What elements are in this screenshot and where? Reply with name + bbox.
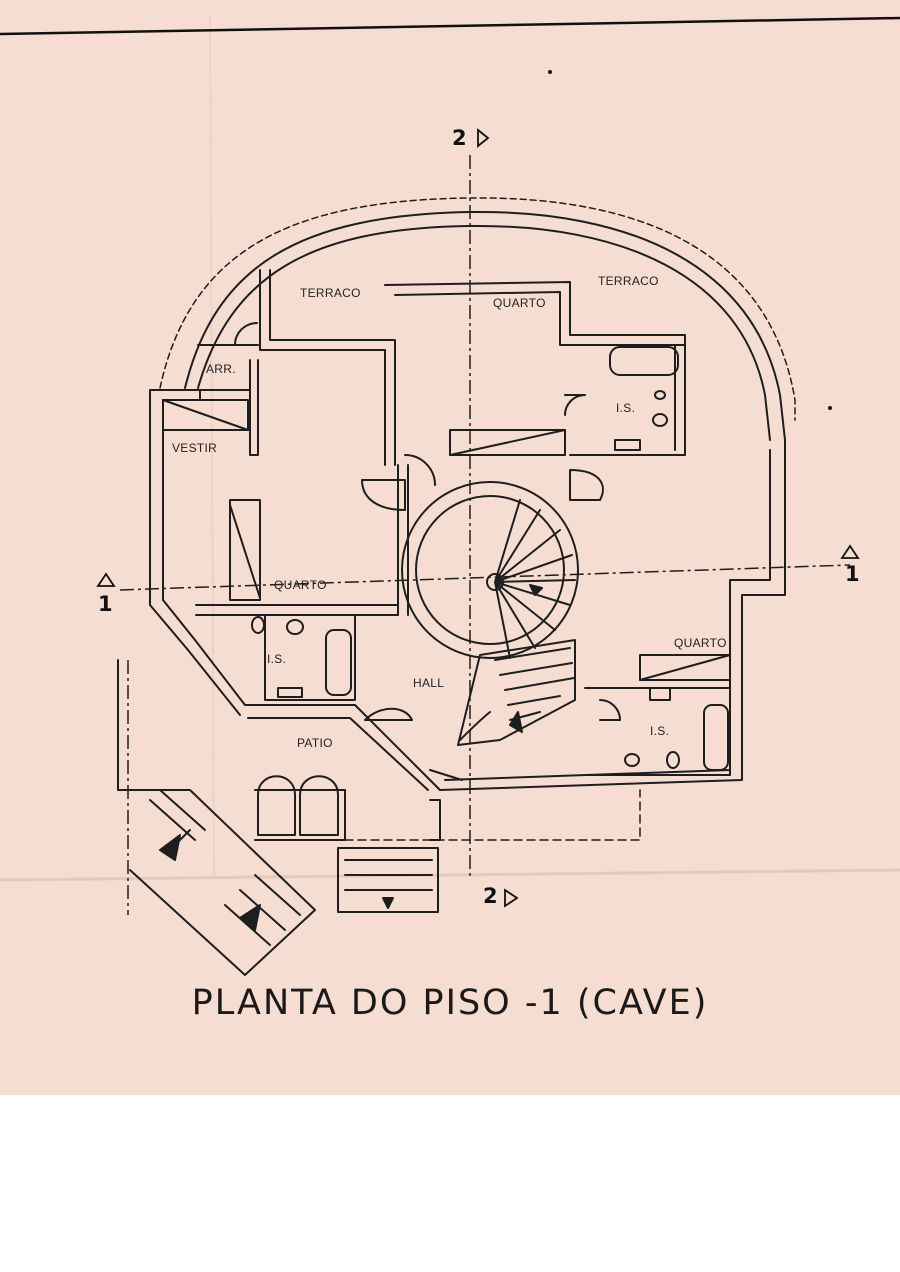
room-label-quarto-right: QUARTO <box>674 636 727 650</box>
west-wall-inner <box>162 399 246 706</box>
planter-left <box>257 775 296 836</box>
roof-outline <box>159 197 796 421</box>
landing-arc-left <box>361 479 406 511</box>
hall-door <box>364 707 413 721</box>
floor-plan-drawing <box>0 14 900 976</box>
entry-stair <box>337 847 439 913</box>
south-wall <box>244 704 441 791</box>
planter-right <box>299 775 339 836</box>
dot-mark <box>548 70 552 74</box>
section-mark-right: 1 <box>845 562 860 586</box>
west-wall <box>149 389 241 716</box>
straight-stair <box>457 639 576 746</box>
terraco-wall-left <box>259 269 386 466</box>
section-mark-bottom: 2 <box>483 884 498 908</box>
bathroom-left <box>239 614 356 701</box>
spiral-stair <box>401 481 579 659</box>
room-label-quarto-top: QUARTO <box>493 296 546 310</box>
section-arrow-left <box>96 572 116 587</box>
room-label-vestir: VESTIR <box>172 441 218 455</box>
landing-arc-right <box>569 469 604 501</box>
east-wall <box>439 439 786 791</box>
room-label-terraco-left: TERRACO <box>300 286 361 300</box>
section-arrow-top <box>477 128 490 148</box>
room-label-is-right: I.S. <box>650 724 670 738</box>
dot-mark <box>828 406 832 410</box>
room-label-terraco-right: TERRACO <box>598 274 659 288</box>
outdoor-stair <box>117 659 316 976</box>
paper-fold-line <box>0 868 900 882</box>
sheet-border-line <box>0 16 900 36</box>
room-label-patio: PATIO <box>297 736 333 750</box>
retaining-wall <box>344 789 641 841</box>
room-label-hall: HALL <box>413 676 445 690</box>
drawing-title: PLANTA DO PISO -1 (CAVE) <box>191 983 709 1023</box>
room-label-is-left: I.S. <box>267 652 287 666</box>
vestir-wall <box>249 359 259 456</box>
door-swing <box>564 394 586 416</box>
room-label-quarto-left: QUARTO <box>274 578 327 592</box>
section-arrow-right <box>840 544 860 559</box>
plan-sheet: 2 2 1 1 TERRACO TERRACO QUARTO ARR. I.S.… <box>0 0 900 1095</box>
room-label-is-top: I.S. <box>616 401 636 415</box>
bathroom-top <box>569 344 686 456</box>
section-mark-top: 2 <box>452 126 467 150</box>
room-label-arr: ARR. <box>206 362 236 376</box>
section-mark-left: 1 <box>98 592 113 616</box>
section-arrow-bottom <box>504 888 519 908</box>
arr-closet <box>197 322 259 346</box>
section-line-1 <box>119 564 851 591</box>
paper-fold-line <box>209 14 215 881</box>
